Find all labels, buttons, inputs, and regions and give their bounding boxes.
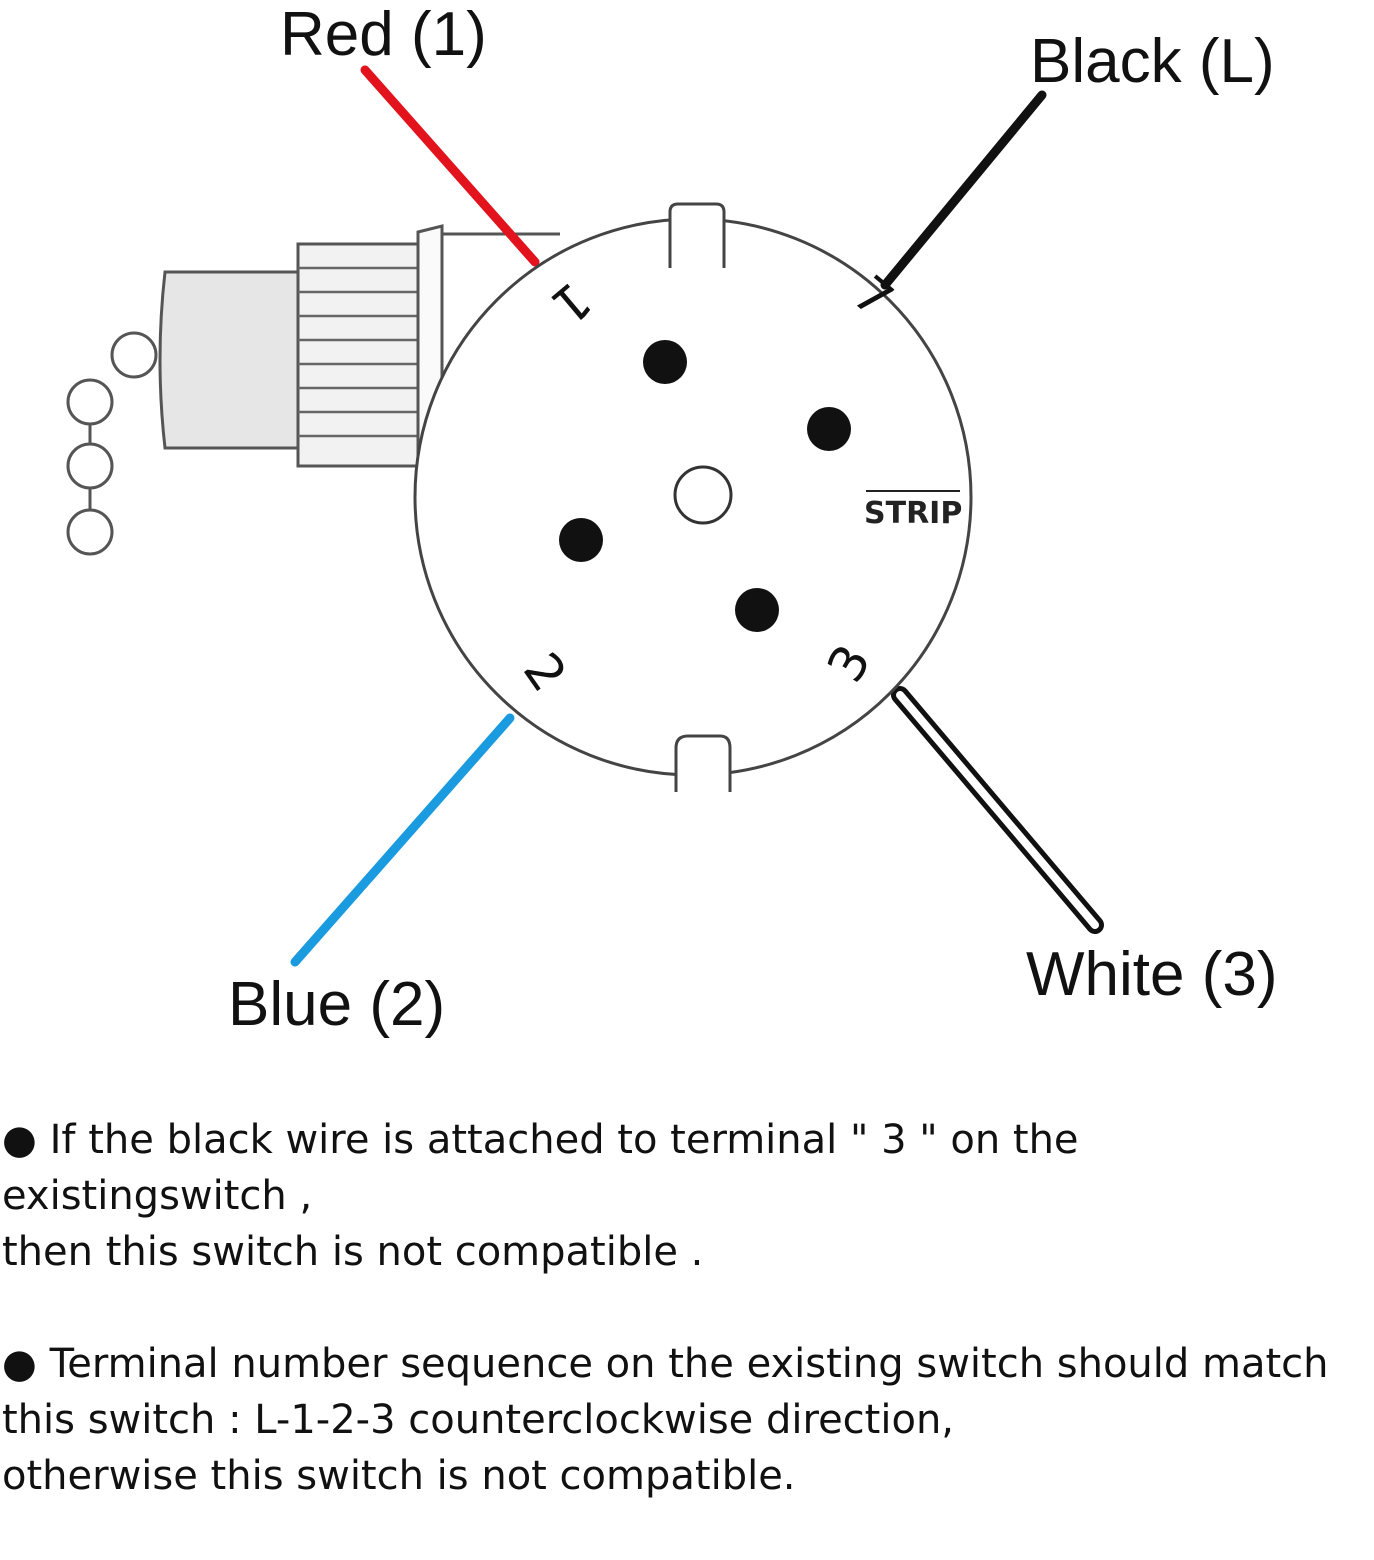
switch-body: STRIP: [413, 202, 973, 792]
bottom-notch: [674, 734, 732, 792]
terminal-hole: [735, 588, 779, 632]
strip-label: STRIP: [864, 496, 962, 531]
note-terminal-sequence: ● Terminal number sequence on the existi…: [2, 1341, 1329, 1499]
blue-wire: [290, 713, 515, 967]
pull-chain: [66, 331, 158, 556]
switch-wiring-diagram: STRIP 1 7 2 3 Red (1) Black (L) Blue (2)…: [66, 0, 1277, 1039]
compatibility-notes: ● If the black wire is attached to termi…: [2, 1112, 1374, 1560]
black-wire: [880, 90, 1047, 290]
terminal-hole: [643, 340, 687, 384]
terminal-hole: [559, 518, 603, 562]
top-notch: [668, 202, 726, 268]
white-wire-label: White (3): [1026, 940, 1277, 1009]
note-black-wire-terminal: ● If the black wire is attached to termi…: [2, 1117, 1079, 1275]
blue-wire-label: Blue (2): [228, 970, 445, 1039]
red-wire-label: Red (1): [280, 0, 487, 69]
center-hole: [673, 465, 733, 525]
white-wire: [891, 686, 1104, 934]
terminal-hole: [807, 407, 851, 451]
black-wire-label: Black (L): [1030, 27, 1275, 96]
red-wire: [360, 65, 540, 267]
